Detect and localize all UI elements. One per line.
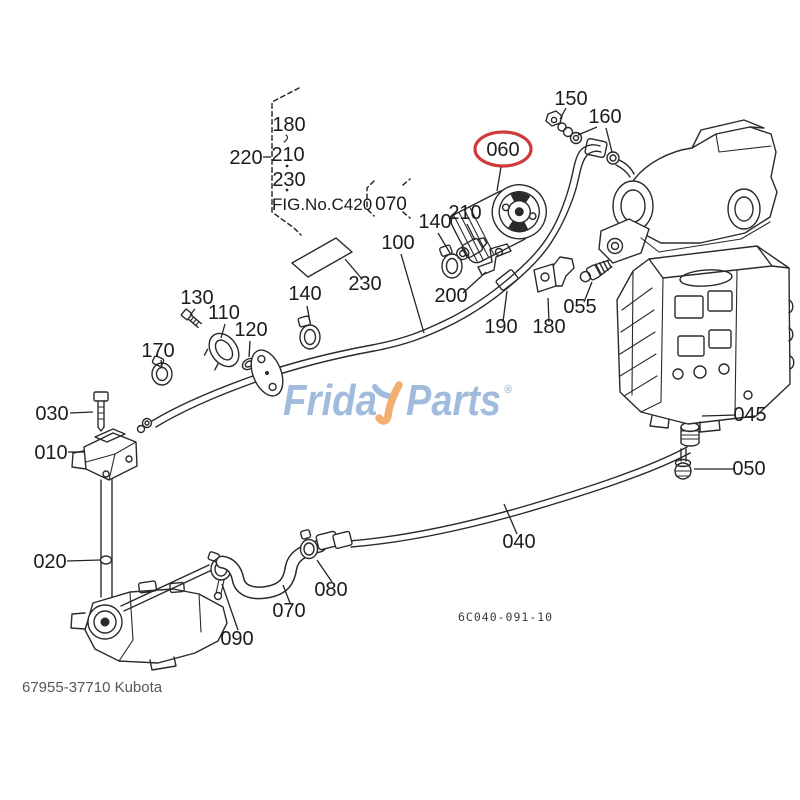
steering-pump-drawing	[70, 564, 228, 671]
leader-line-120	[248, 340, 251, 358]
leader-line-160	[605, 127, 613, 153]
part-label-090: 090	[220, 628, 253, 650]
return-pipe-drawing	[332, 446, 691, 550]
part-label-030: 030	[35, 403, 68, 425]
part-label-150: 150	[554, 88, 587, 110]
leader-line-110	[220, 323, 226, 339]
tube-020-drawing	[99, 478, 113, 598]
leader-line-130	[189, 308, 196, 316]
part-label-050: 050	[732, 458, 765, 480]
registered-mark: ®	[504, 384, 513, 396]
leader-line-020	[66, 559, 101, 562]
clamp-110-drawing	[203, 332, 240, 371]
steering-valve-drawing	[71, 391, 153, 481]
part-label-180-mid: 180	[532, 316, 565, 338]
part-label-fig-no: FIG.No.C420	[272, 195, 372, 214]
oil-filter-drawing	[450, 184, 547, 264]
part-label-140-top: 140	[418, 211, 451, 233]
part-label-060: 060	[486, 139, 519, 161]
part-label-200: 200	[434, 285, 467, 307]
leader-line-140-left	[306, 305, 311, 323]
part-label-070-ref: 070	[375, 194, 407, 215]
leader-line-210-top	[466, 223, 476, 241]
leader-line-140-top	[437, 232, 451, 254]
leader-line-090	[221, 583, 239, 631]
part-label-210-top: 210	[448, 202, 481, 224]
part-label-020: 020	[33, 551, 66, 573]
part-label-070: 070	[272, 600, 305, 622]
part-label-190: 190	[484, 316, 517, 338]
leader-line-070	[282, 584, 291, 604]
leader-line-045	[701, 414, 737, 417]
diagram-line-art	[70, 87, 795, 671]
bracket-200-drawing	[477, 243, 512, 276]
part-label-055: 055	[563, 296, 596, 318]
part-label-040: 040	[502, 531, 535, 553]
part-label-230-sticker: 230	[348, 273, 381, 295]
coupler-190-drawing	[495, 269, 519, 291]
hydraulic-pump-drawing	[598, 119, 778, 264]
part-label-170: 170	[141, 340, 174, 362]
part-label-220: 220	[229, 147, 262, 169]
part-label-130: 130	[180, 287, 213, 309]
banjo-fitting-drawing	[545, 110, 635, 178]
part-label-010: 010	[34, 442, 67, 464]
bolt-130-drawing	[180, 308, 202, 329]
leader-line-150	[559, 107, 567, 120]
watermark-y-arm	[372, 384, 392, 399]
leader-line-100	[400, 253, 425, 334]
bracket-180-drawing	[533, 256, 575, 293]
fitting-055-drawing	[579, 259, 613, 283]
pipe-flange-drawing	[250, 349, 284, 397]
leader-line-200	[462, 271, 487, 294]
highlight-circle	[473, 130, 533, 168]
leader-line-055	[583, 281, 593, 303]
part-label-080: 080	[314, 579, 347, 601]
clamp-140-left-drawing	[297, 315, 321, 350]
watermark-swoosh-icon	[375, 381, 403, 425]
transmission-case-drawing	[616, 245, 795, 433]
part-label-045: 045	[733, 404, 766, 426]
clamp-140-mid-drawing	[439, 244, 463, 279]
sku-text: 67955-37710 Kubota	[22, 679, 163, 696]
part-label-210-ref: 210	[271, 144, 304, 166]
fig-reference-bracket	[271, 87, 411, 236]
part-label-100: 100	[381, 232, 414, 254]
leader-line-040	[503, 503, 518, 535]
part-label-230-ref: 230	[272, 169, 305, 191]
part-label-160: 160	[588, 106, 621, 128]
watermark-text-left: Frida	[283, 376, 377, 425]
drawing-code: 6C040-091-10	[458, 610, 553, 624]
watermark-text-right: Parts	[406, 376, 501, 425]
watermark: Frida Parts ®	[283, 376, 513, 425]
part-label-110: 110	[208, 302, 240, 324]
leader-line-080	[316, 559, 333, 583]
leader-line-160	[577, 126, 598, 136]
leader-line-060	[496, 166, 502, 192]
part-label-120: 120	[234, 319, 267, 341]
leader-line-180-mid	[547, 297, 550, 323]
part-label-140-left: 140	[288, 283, 321, 305]
leader-line-190	[502, 290, 508, 323]
label-sticker-drawing	[291, 237, 353, 278]
leader-line-230-sticker	[344, 258, 363, 280]
leader-line-030	[69, 411, 94, 414]
leader-line-170	[160, 359, 163, 369]
part-label-180-ref: 180	[272, 114, 305, 136]
